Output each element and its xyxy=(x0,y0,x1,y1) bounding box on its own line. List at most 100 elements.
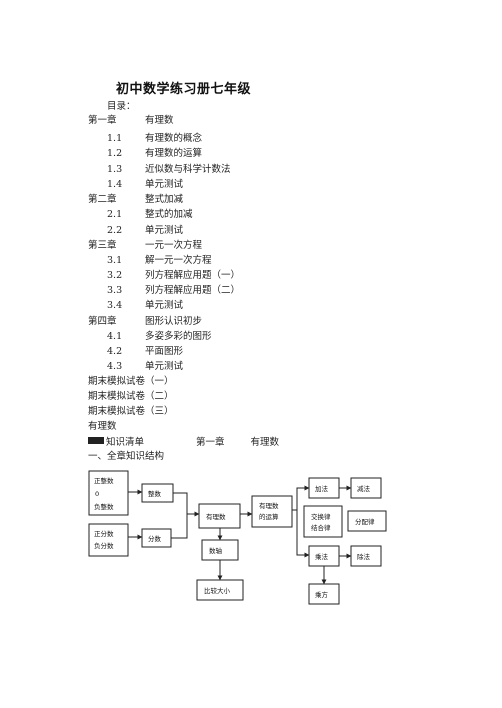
toc-section-4-1[interactable]: 4.1 多姿多彩的图形 xyxy=(107,331,212,343)
box-text-power: 乘方 xyxy=(315,590,329,599)
box-text-positive-integers: 正整数 xyxy=(94,476,114,485)
box-integers xyxy=(141,483,174,503)
toc-last-item: 有理数 xyxy=(88,421,117,432)
box-text-ops-line2: 的运算 xyxy=(259,512,279,521)
box-distributive xyxy=(347,510,387,532)
edge-fraction-to-rational xyxy=(171,514,188,539)
toc-section-number: 3.4 xyxy=(107,300,123,311)
edge-ops-to-add xyxy=(292,485,310,511)
box-pos-neg-fractions xyxy=(88,523,129,557)
edge-integer-to-rational xyxy=(173,492,200,517)
box-text-fractions: 分数 xyxy=(148,534,162,543)
box-fractions xyxy=(141,528,172,548)
toc-section-number: 2.2 xyxy=(107,225,123,236)
box-power xyxy=(308,583,340,605)
box-text-division: 除法 xyxy=(357,552,371,561)
toc-chapter-number: 第一章 xyxy=(88,115,117,126)
box-text-negative-integers: 负整数 xyxy=(94,502,114,511)
box-text-ops-line1: 有理数 xyxy=(259,501,279,510)
toc-section-number: 1.1 xyxy=(107,133,123,144)
toc-section-number: 4.1 xyxy=(107,331,123,342)
box-multiplication xyxy=(308,545,340,567)
toc-chapter-number: 第二章 xyxy=(88,194,117,205)
box-text-distributive: 分配律 xyxy=(355,517,375,526)
box-text-associative: 结合律 xyxy=(311,523,331,532)
box-compare-size xyxy=(196,579,244,601)
box-text-rational-numbers: 有理数 xyxy=(206,512,226,521)
toc-section-1-2[interactable]: 1.2 有理数的运算 xyxy=(107,148,202,160)
toc-section-1-1[interactable]: 1.1 有理数的概念 xyxy=(107,133,202,145)
toc-chapter-2[interactable]: 第二章 整式加减 xyxy=(88,194,183,206)
edge-ops-to-multiply xyxy=(296,510,310,558)
toc-section-title: 单元测试 xyxy=(145,300,184,311)
box-rational-operations xyxy=(251,495,293,528)
toc-section-4-3[interactable]: 4.3 单元测试 xyxy=(107,361,183,373)
badge-marker-icon xyxy=(88,437,104,444)
toc-section-3-1[interactable]: 3.1 解一元一次方程 xyxy=(107,255,212,267)
toc-chapter-4[interactable]: 第四章图形认识初步 xyxy=(88,316,202,328)
toc-section-title: 近似数与科学计数法 xyxy=(145,164,231,175)
toc-section-number: 3.1 xyxy=(107,255,123,266)
toc-section-3-2[interactable]: 3.2 列方程解应用题（一） xyxy=(107,270,240,282)
toc-section-title: 有理数的运算 xyxy=(145,148,203,159)
toc-chapter-title: 有理数 xyxy=(145,115,174,126)
box-subtraction xyxy=(350,477,382,499)
box-text-subtraction: 减法 xyxy=(357,484,371,493)
toc-section-3-3[interactable]: 3.3 列方程解应用题（二） xyxy=(107,285,240,297)
toc-section-3-4[interactable]: 3.4 单元测试 xyxy=(107,300,183,312)
toc-chapter-number: 第三章 xyxy=(88,240,117,251)
toc-exam-1[interactable]: 期末模拟试卷（一） xyxy=(88,376,174,387)
box-rational-numbers xyxy=(198,503,241,529)
toc-section-title: 整式的加减 xyxy=(145,209,193,220)
box-text-commutative: 交换律 xyxy=(311,512,331,521)
toc-section-title: 单元测试 xyxy=(145,225,184,236)
toc-heading: 目录： xyxy=(107,101,136,112)
toc-chapter-title: 整式加减 xyxy=(145,194,184,205)
toc-section-title: 解一元一次方程 xyxy=(145,255,212,266)
toc-section-number: 3.3 xyxy=(107,285,123,296)
toc-section-title: 单元测试 xyxy=(145,361,184,372)
section-chapter: 第一章 xyxy=(196,437,225,448)
toc-section-title: 多姿多彩的图形 xyxy=(145,331,212,342)
toc-section-2-2[interactable]: 2.2 单元测试 xyxy=(107,225,183,237)
toc-chapter-title: 一元一次方程 xyxy=(145,240,203,251)
box-text-number-axis: 数轴 xyxy=(209,546,223,555)
box-text-negative-fractions: 负分数 xyxy=(94,541,114,550)
toc-section-number: 2.1 xyxy=(107,209,123,220)
box-text-multiplication: 乘法 xyxy=(315,552,329,561)
box-addition xyxy=(308,477,340,499)
section-subheading: 一、全章知识结构 xyxy=(88,451,165,462)
box-text-compare-size: 比较大小 xyxy=(204,586,231,595)
toc-section-title: 有理数的概念 xyxy=(145,133,203,144)
toc-section-title: 列方程解应用题（一） xyxy=(145,270,241,281)
toc-section-number: 1.4 xyxy=(107,179,123,190)
toc-section-title: 列方程解应用题（二） xyxy=(145,285,241,296)
box-number-axis xyxy=(201,539,239,561)
toc-chapter-1[interactable]: 第一章 有理数 xyxy=(88,115,174,127)
box-text-addition: 加法 xyxy=(315,484,329,493)
box-text-integers: 整数 xyxy=(148,489,162,498)
toc-exam-3[interactable]: 期末模拟试卷（三） xyxy=(88,406,174,417)
box-text-zero: 0 xyxy=(95,490,99,498)
toc-section-number: 1.2 xyxy=(107,148,123,159)
toc-section-1-4[interactable]: 1.4 单元测试 xyxy=(107,179,183,191)
toc-section-1-3[interactable]: 1.3 近似数与科学计数法 xyxy=(107,164,231,176)
section-badge-text: 知识清单 xyxy=(106,437,145,448)
box-text-positive-fractions: 正分数 xyxy=(94,529,114,538)
toc-section-number: 4.3 xyxy=(107,361,123,372)
toc-section-number: 4.2 xyxy=(107,346,123,357)
toc-section-number: 1.3 xyxy=(107,164,123,175)
box-division xyxy=(350,545,382,567)
box-pos-neg-integers xyxy=(88,470,129,516)
box-commutative-associative xyxy=(303,505,343,538)
toc-exam-2[interactable]: 期末模拟试卷（二） xyxy=(88,391,174,402)
toc-chapter-3[interactable]: 第三章 一元一次方程 xyxy=(88,240,202,252)
section-header: 知识清单第一章有理数 xyxy=(88,434,279,448)
toc-section-2-1[interactable]: 2.1 整式的加减 xyxy=(107,209,193,221)
toc-chapter-number: 第四章 xyxy=(88,316,117,327)
toc-section-number: 3.2 xyxy=(107,270,123,281)
toc-section-title: 单元测试 xyxy=(145,179,184,190)
